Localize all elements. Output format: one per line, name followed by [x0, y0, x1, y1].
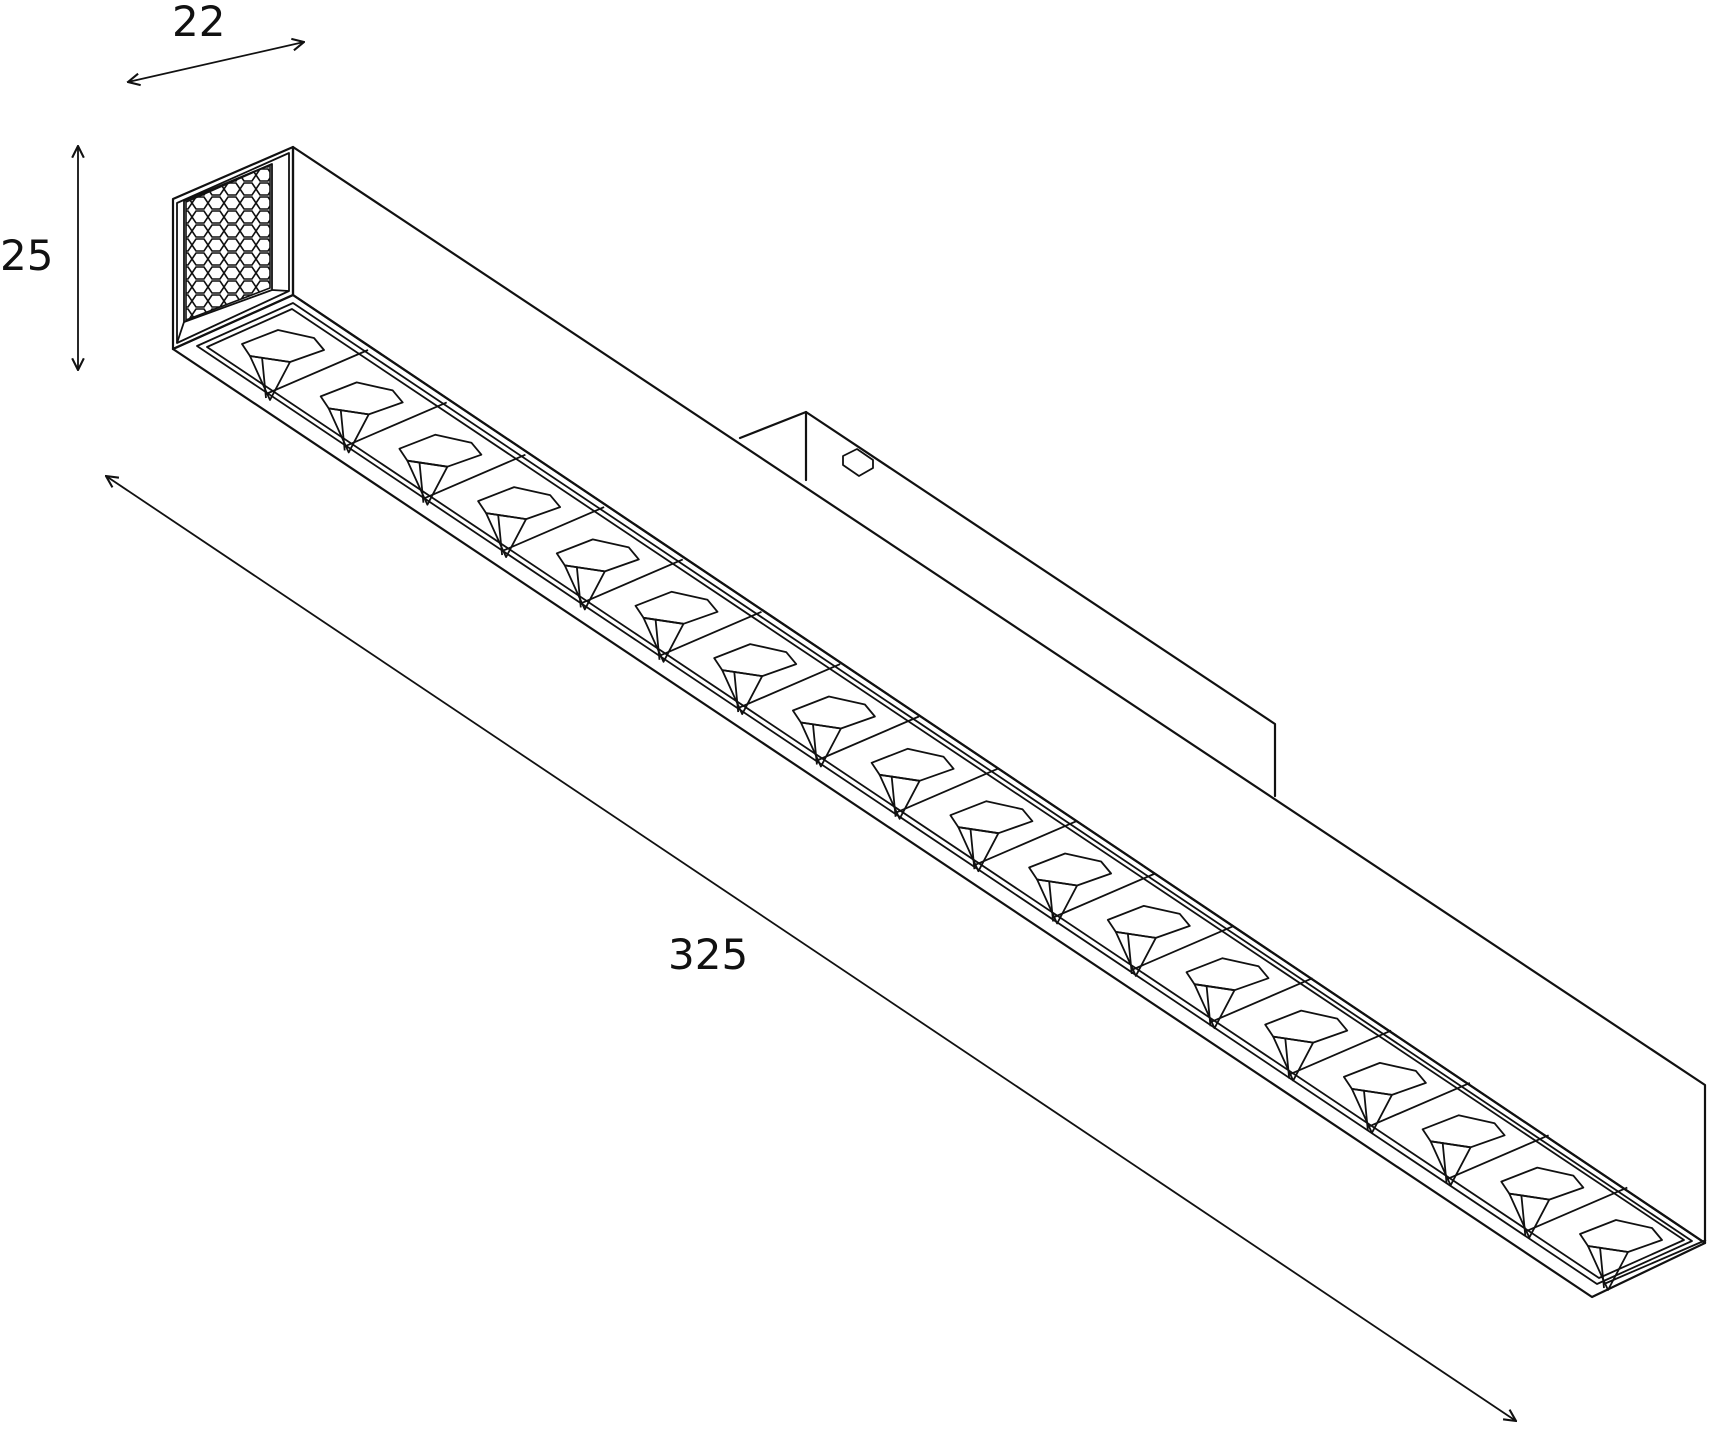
- led-lens: [713, 643, 841, 715]
- led-lens: [319, 381, 448, 454]
- led-lens: [1500, 1166, 1628, 1239]
- height-label: 25: [0, 231, 53, 280]
- led-lens: [555, 538, 684, 611]
- luminaire-body: [171, 145, 1707, 1299]
- led-lens: [949, 800, 1077, 873]
- bracket-slot: [842, 448, 874, 477]
- led-lens: [1343, 1062, 1471, 1134]
- led-lens: [1028, 852, 1156, 925]
- led-lens: [870, 747, 998, 820]
- led-lens: [634, 590, 762, 663]
- length-label: 325: [668, 930, 748, 979]
- led-lens: [1106, 905, 1235, 977]
- mounting-bracket: [738, 410, 1277, 798]
- led-lens: [477, 486, 605, 558]
- honeycomb-grille: [185, 163, 271, 322]
- led-lens: [1579, 1219, 1707, 1291]
- led-lens-array: [241, 329, 1707, 1291]
- led-lens: [241, 329, 369, 401]
- body-side-face: [291, 145, 1707, 1245]
- dimension-height: 25: [0, 146, 78, 370]
- body-bottom-face: [171, 293, 1707, 1299]
- led-lens: [1264, 1009, 1392, 1082]
- led-lens: [1421, 1114, 1549, 1187]
- dimension-width: 22: [128, 0, 304, 82]
- led-lens: [1185, 957, 1313, 1030]
- led-lens: [792, 695, 920, 768]
- led-lens: [398, 433, 526, 506]
- dimension-length: 325: [106, 476, 1516, 1421]
- bottom-inner-rim: [196, 302, 1693, 1285]
- width-label: 22: [172, 0, 225, 46]
- bottom-recess: [206, 308, 1685, 1279]
